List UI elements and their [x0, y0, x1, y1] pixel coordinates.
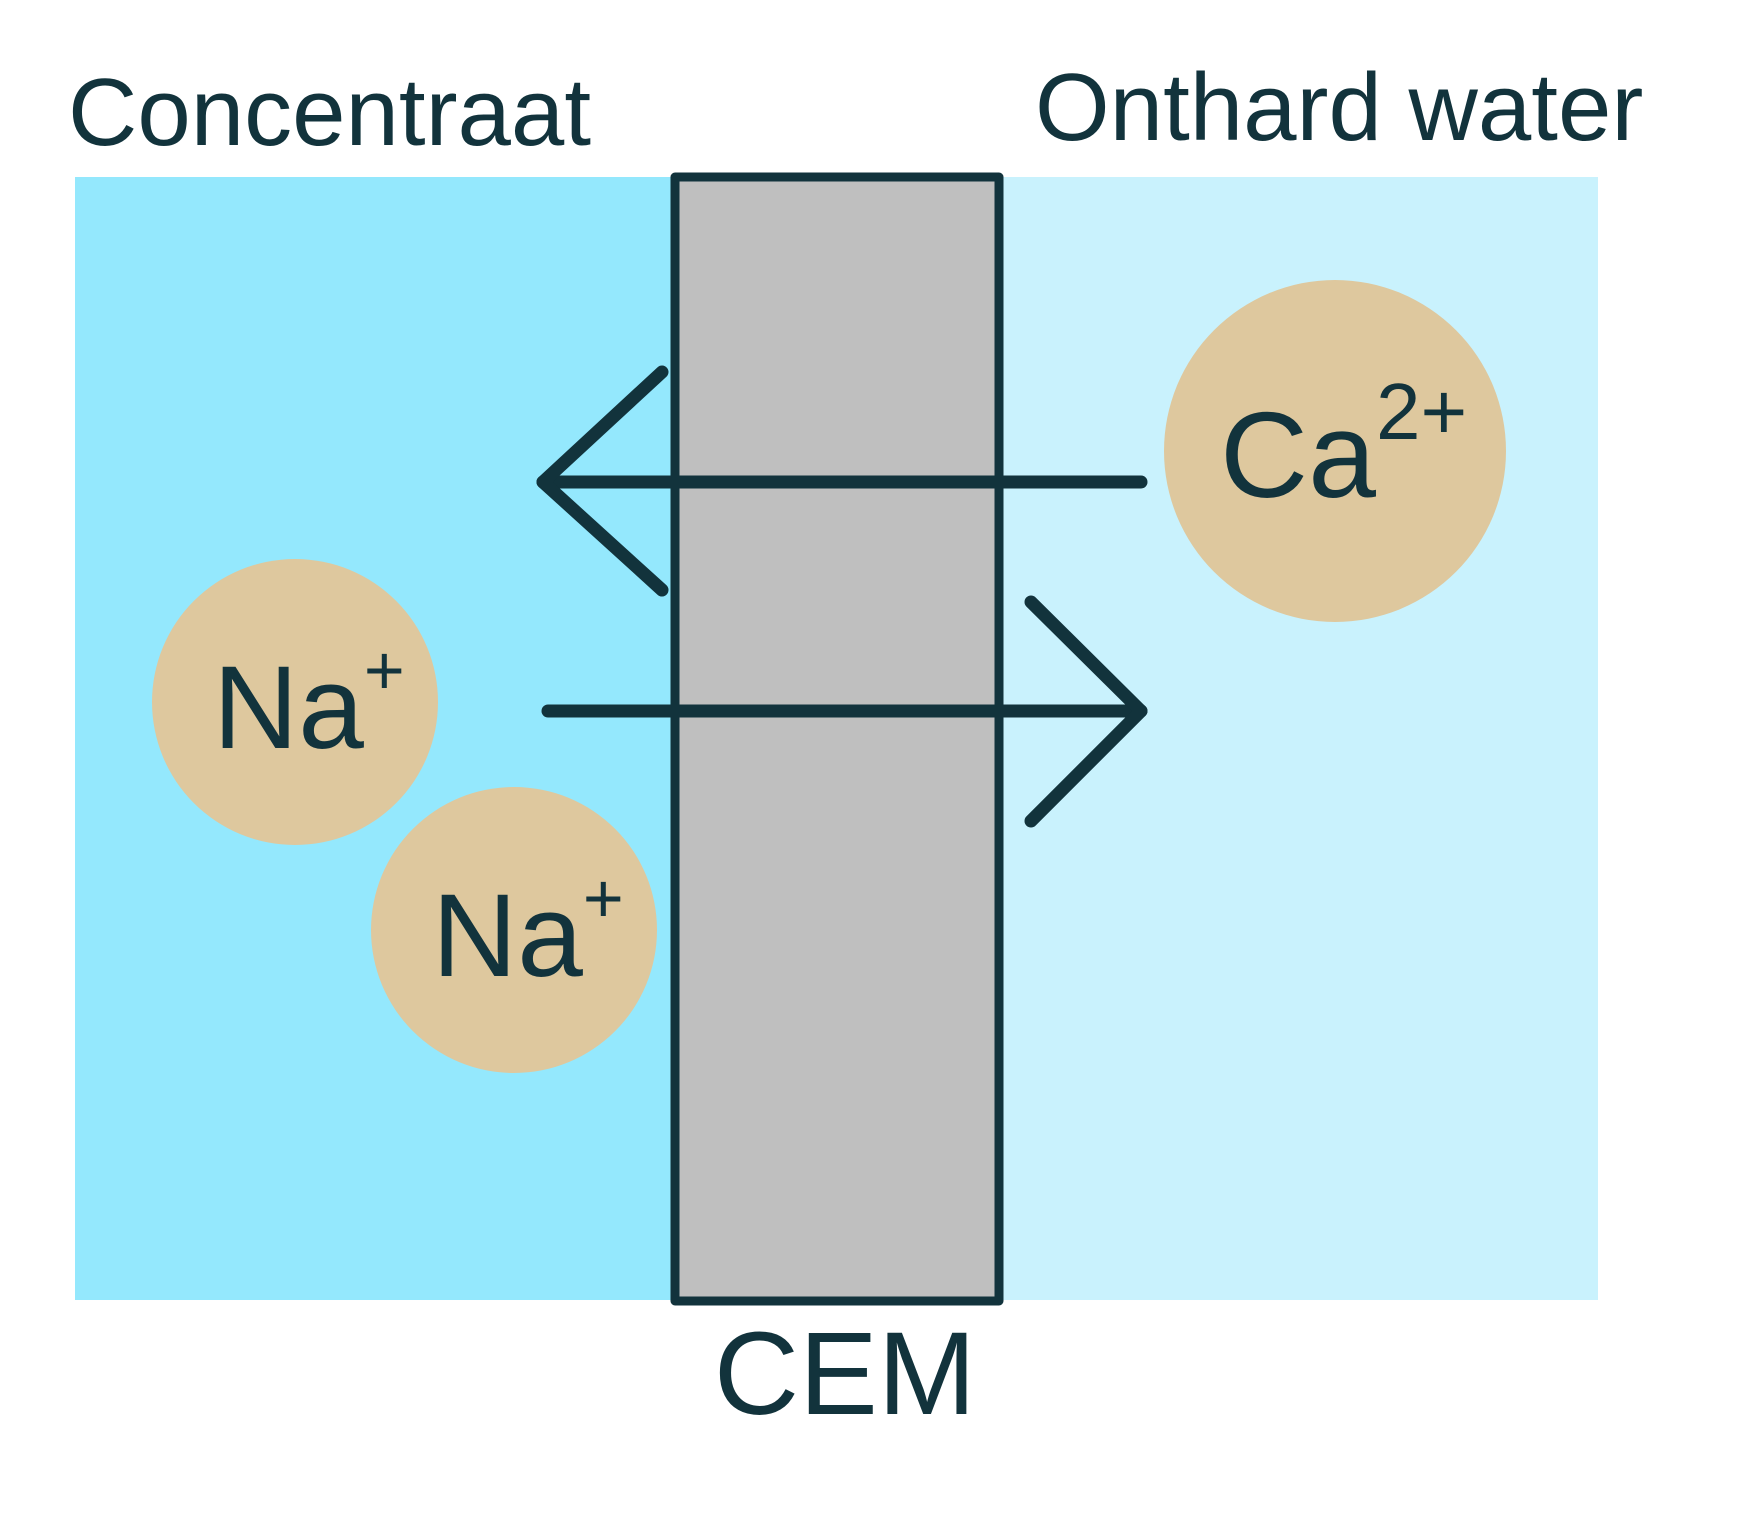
right-region-label: Onthard water: [1035, 54, 1643, 161]
ion-na-2: Na+: [371, 787, 657, 1073]
ion-charge: 2+: [1376, 367, 1467, 456]
ion-symbol: Na: [432, 870, 583, 1002]
ion-charge: +: [364, 631, 405, 709]
ion-circle: [152, 559, 438, 845]
membrane-label: CEM: [714, 1308, 976, 1440]
ion-label: Ca2+: [1220, 367, 1467, 523]
ion-na-1: Na+: [152, 559, 438, 845]
ion-label: Na+: [213, 631, 405, 774]
ion-symbol: Na: [213, 642, 364, 774]
ion-circle: [371, 787, 657, 1073]
ion-symbol: Ca: [1220, 387, 1376, 523]
ion-charge: +: [583, 859, 624, 937]
cation-exchange-membrane: [670, 172, 1004, 1306]
arrow-right: [541, 595, 1148, 828]
ion-circle: [1164, 280, 1506, 622]
arrow-left: [536, 365, 1148, 597]
left-region-label: Concentraat: [68, 59, 591, 166]
ion-ca: Ca2+: [1164, 280, 1506, 622]
ion-label: Na+: [432, 859, 624, 1002]
